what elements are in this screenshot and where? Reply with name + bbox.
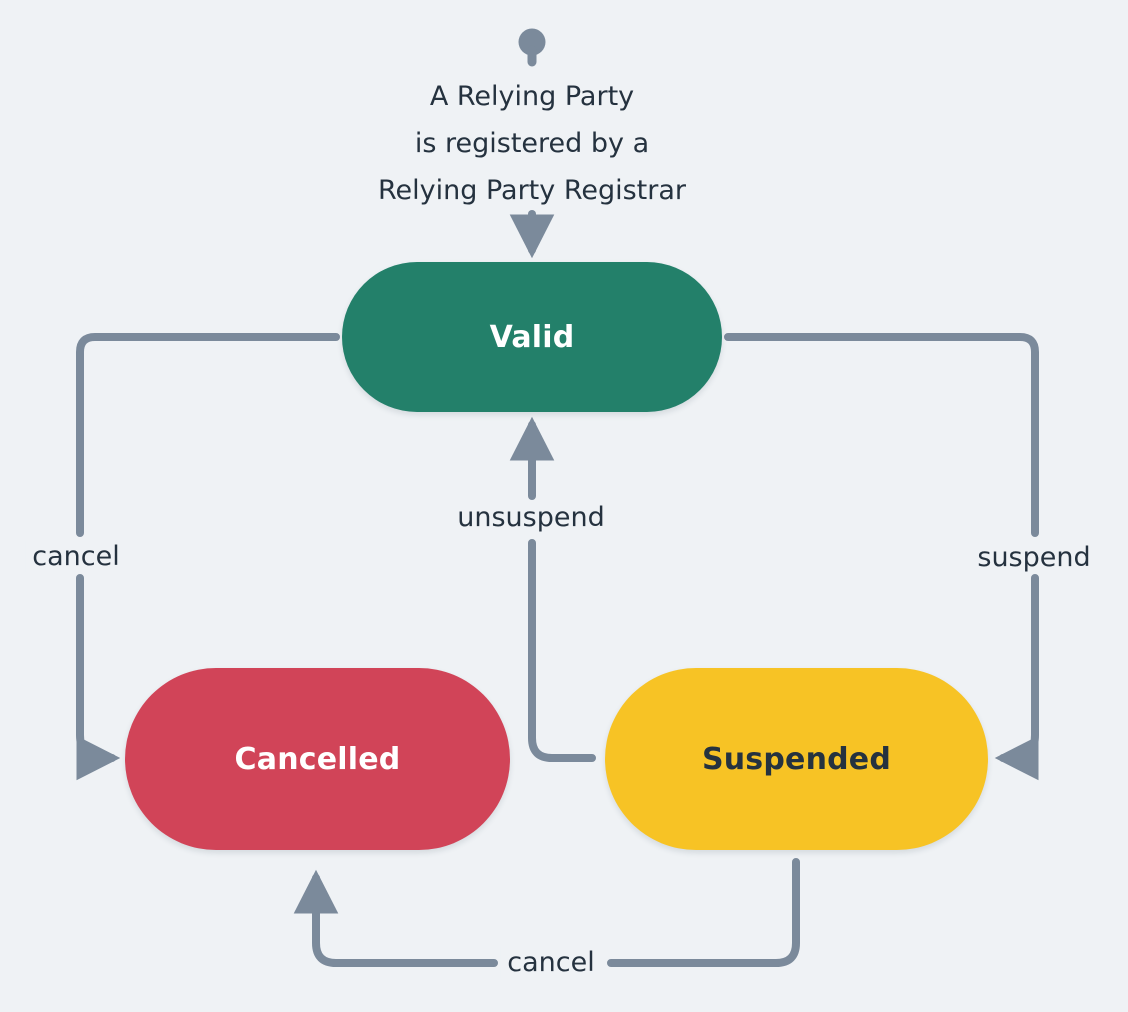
state-node-suspended-label: Suspended [701,741,892,777]
edge-label-cancel-valid-to-cancelled: cancel [25,540,127,574]
edge-label-suspend: suspend [970,541,1098,575]
state-node-suspended[interactable]: Suspended [605,668,988,850]
edge-suspended-to-cancelled [293,858,800,967]
edge-label-cancel-suspended-to-cancelled: cancel [500,946,602,980]
entry-text-line-1: A Relying Party [429,81,635,112]
start-state-node [518,28,546,67]
state-node-cancelled[interactable]: Cancelled [125,668,510,850]
edge-suspended-to-valid [509,416,596,762]
entry-text-line-3: Relying Party Registrar [377,174,687,206]
edge-valid-to-suspended [724,333,1039,781]
edge-valid-to-cancelled [76,333,340,781]
state-node-valid[interactable]: Valid [342,262,722,412]
entry-text-line-2: is registered by a [414,127,650,159]
edge-label-unsuspend: unsuspend [450,501,612,535]
entry-transition-text: A Relying Party is registered by a Relyi… [378,74,686,215]
state-node-cancelled-label: Cancelled [234,741,401,777]
state-node-valid-label: Valid [489,319,575,355]
